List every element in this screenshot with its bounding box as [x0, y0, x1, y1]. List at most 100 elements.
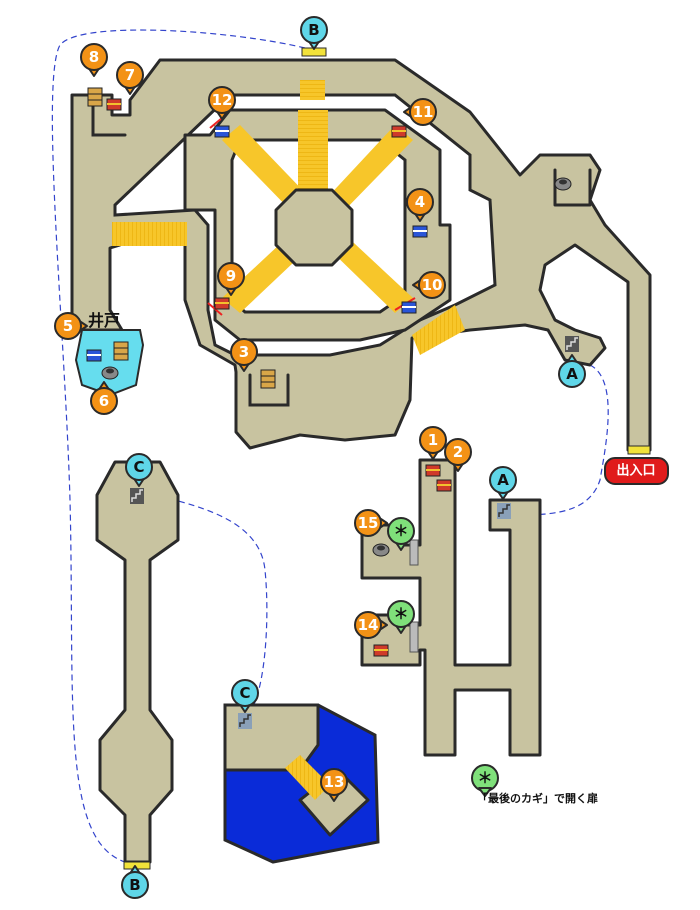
treasure-pin-8: 8 [80, 43, 108, 77]
warp-pin-3-label: B [129, 876, 140, 894]
well-label: 井戸 [88, 311, 120, 330]
treasure-pin-14: 14 [354, 611, 388, 639]
warp-pin-1: A [489, 466, 517, 500]
key-door-14 [409, 621, 419, 653]
lake-bridge [285, 755, 330, 800]
treasure-pin-8-label: 8 [89, 48, 99, 66]
treasure-pin-7: 7 [116, 61, 144, 95]
treasure-pin-14-label: 14 [358, 616, 379, 634]
treasure-pin-9-label: 9 [226, 267, 236, 285]
warp-pin-2-label: B [308, 21, 319, 39]
exit-label: 出入口 [616, 463, 655, 479]
stairs-icon [238, 713, 252, 729]
treasure-pin-5: 5 [54, 312, 88, 340]
warp-pin-2: B [300, 16, 328, 50]
drawer-icon [87, 87, 103, 107]
treasure-chest-icon [412, 225, 428, 238]
treasure-pin-3: 3 [230, 338, 258, 372]
treasure-chest-icon [425, 464, 441, 477]
southeast-floor [360, 458, 542, 757]
legend-text: 「最後のカギ」で開く扉 [477, 791, 598, 805]
warp-pin-3: B [121, 865, 149, 899]
warp-pin-5-label: C [239, 684, 250, 702]
treasure-chest-icon [436, 479, 452, 492]
bridge-ne [325, 125, 413, 215]
warp-pin-0-label: A [566, 365, 578, 383]
treasure-pin-7-label: 7 [125, 66, 135, 84]
treasure-chest-icon [214, 297, 230, 310]
key-door-pin-0-label: ＊ [393, 522, 408, 540]
stairs-icon [130, 488, 144, 504]
exit-badge: 出入口 [604, 457, 669, 485]
treasure-pin-11: 11 [403, 98, 437, 126]
stairs-icon [497, 503, 511, 519]
stairs-icon [565, 336, 579, 352]
treasure-pin-15-label: 15 [358, 514, 379, 532]
key-door-pin-0: ＊ [387, 517, 415, 551]
ne-alcove-wall [553, 168, 592, 207]
treasure-pin-2: 2 [444, 438, 472, 472]
pot-icon [554, 177, 572, 191]
treasure-pin-15: 15 [354, 509, 388, 537]
drawer-icon [113, 341, 129, 361]
southeast-complex [360, 458, 542, 757]
bridge-nw [222, 125, 312, 215]
treasure-pin-5-label: 5 [63, 317, 73, 335]
treasure-chest-icon [214, 125, 230, 138]
treasure-pin-10-label: 10 [422, 276, 443, 294]
treasure-chest-icon [86, 349, 102, 362]
treasure-pin-12-label: 12 [212, 91, 233, 109]
objects [86, 87, 579, 729]
treasure-pin-3-label: 3 [239, 343, 249, 361]
warp-links [51, 29, 609, 863]
bridge-top [300, 80, 325, 100]
treasure-pin-6-label: 6 [99, 392, 109, 410]
legend: ＊ 「最後のカギ」で開く扉 [471, 764, 598, 805]
pot-icon [101, 366, 119, 380]
west-tower-floor [95, 460, 180, 864]
treasure-chest-icon [373, 644, 389, 657]
drawer-icon [260, 369, 276, 389]
treasure-pin-1: 1 [419, 426, 447, 460]
treasure-pin-4-label: 4 [415, 193, 425, 211]
treasure-pin-1-label: 1 [428, 431, 438, 449]
treasure-pin-13-label: 13 [324, 773, 345, 791]
pot-icon [372, 543, 390, 557]
exit-marker [627, 445, 651, 455]
well-pond [74, 329, 145, 397]
treasure-pin-6: 6 [90, 381, 118, 415]
warp-link-a [519, 364, 609, 516]
bridge-north [298, 110, 328, 190]
west-tower [95, 460, 180, 870]
bridge-west [112, 222, 187, 246]
treasure-chest-icon [391, 125, 407, 138]
treasure-chest-icon [106, 98, 122, 111]
warp-pin-4: C [125, 453, 153, 487]
central-hub [274, 188, 354, 267]
treasure-pin-4: 4 [406, 188, 434, 222]
treasure-pin-13: 13 [320, 768, 348, 802]
warp-pin-0: A [558, 354, 586, 388]
treasure-pin-2-label: 2 [453, 443, 463, 461]
treasure-pin-11-label: 11 [413, 103, 434, 121]
nw-alcove-wall [91, 93, 127, 137]
key-door-pin-1: ＊ [387, 600, 415, 634]
treasure-pin-12: 12 [208, 86, 236, 120]
key-door-pin-1-label: ＊ [393, 605, 408, 623]
warp-pin-4-label: C [133, 458, 144, 476]
treasure-pin-10: 10 [412, 271, 446, 299]
warp-pin-5: C [231, 679, 259, 713]
warp-pin-1-label: A [497, 471, 509, 489]
bridge-east [412, 305, 465, 355]
warp-link-c [139, 491, 268, 713]
south-alcove-wall [248, 373, 290, 407]
treasure-chest-icon [401, 301, 417, 314]
warp-link-b [51, 29, 306, 863]
door-12 [209, 117, 223, 129]
treasure-pin-9: 9 [217, 262, 245, 296]
legend-symbol: ＊ [477, 769, 492, 787]
upper-complex [70, 47, 652, 455]
key-door-15 [409, 539, 419, 566]
